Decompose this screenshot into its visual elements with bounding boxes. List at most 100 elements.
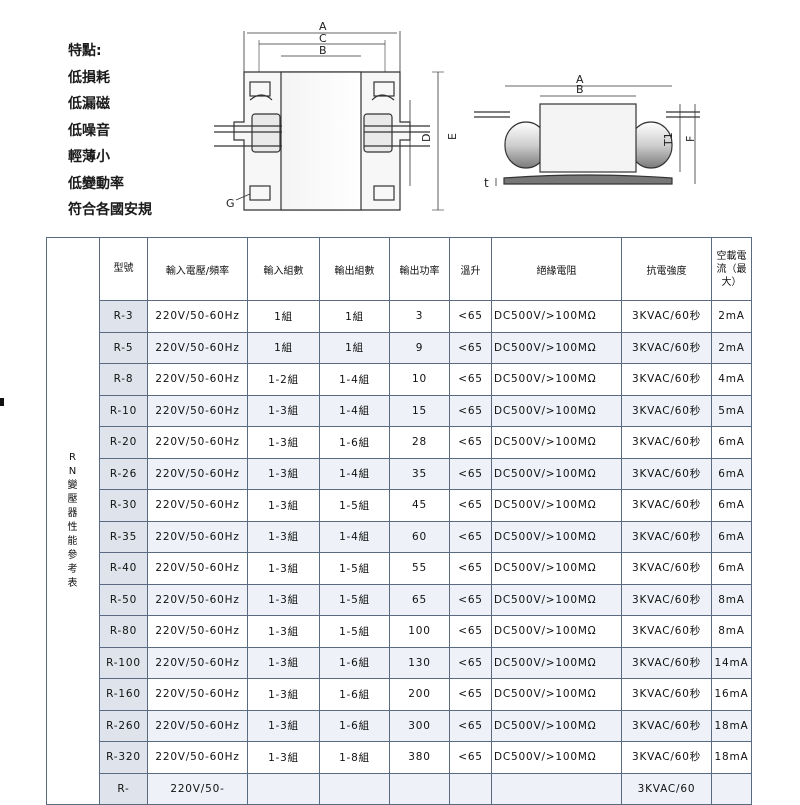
table-cell-strength: 3KVAC/60秒 bbox=[621, 678, 712, 711]
table-cell-output-groups: 1-6組 bbox=[319, 678, 390, 711]
table-cell-voltage: 220V/50-60Hz bbox=[147, 552, 248, 585]
header-output-power: 輸出功率 bbox=[389, 237, 450, 301]
table-cell-voltage: 220V/50-60Hz bbox=[147, 457, 248, 490]
table-cell-voltage: 220V/50-60Hz bbox=[147, 426, 248, 459]
features-title: 特點: bbox=[68, 43, 102, 59]
table-cell-model: R-3 bbox=[99, 300, 148, 333]
table-cell-temp: <65 bbox=[449, 741, 492, 774]
table-cell-strength: 3KVAC/60秒 bbox=[621, 489, 712, 522]
table-cell-model: R-10 bbox=[99, 394, 148, 427]
table-cell-model: R-35 bbox=[99, 520, 148, 553]
dim-label-t: t bbox=[484, 176, 489, 190]
table-cell-output-groups: 1-5組 bbox=[319, 615, 390, 648]
dim-label-t1: T1 bbox=[662, 132, 675, 147]
table-cell-power: 100 bbox=[389, 615, 450, 648]
table-cell-temp: <65 bbox=[449, 489, 492, 522]
table-cell-model: R-26 bbox=[99, 457, 148, 490]
table-cell-temp: <65 bbox=[449, 331, 492, 364]
table-cell-insulation: DC500V/>100MΩ bbox=[491, 615, 622, 648]
table-cell-power: 10 bbox=[389, 363, 450, 396]
table-cell-power: 28 bbox=[389, 426, 450, 459]
table-cell-model: R-50 bbox=[99, 583, 148, 616]
header-input-voltage: 輸入電壓/頻率 bbox=[147, 237, 248, 301]
table-cell-insulation: DC500V/>100MΩ bbox=[491, 552, 622, 585]
table-cell-output-groups: 1-4組 bbox=[319, 457, 390, 490]
table-cell-insulation: DC500V/>100MΩ bbox=[491, 394, 622, 427]
feature-item: 符合各國安規 bbox=[68, 202, 152, 218]
table-cell-output-groups: 1-4組 bbox=[319, 394, 390, 427]
table-cell-current: 6mA bbox=[711, 489, 752, 522]
table-cell-insulation: DC500V/>100MΩ bbox=[491, 363, 622, 396]
dim-label-e: E bbox=[446, 133, 459, 140]
table-cell-output-groups: 1-6組 bbox=[319, 646, 390, 679]
table-cell-input-groups: 1-3組 bbox=[247, 426, 320, 459]
table-cell-strength: 3KVAC/60秒 bbox=[621, 615, 712, 648]
table-cell-power: 65 bbox=[389, 583, 450, 616]
header-dielectric-strength: 抗電強度 bbox=[621, 237, 712, 301]
table-cell-model: R-5 bbox=[99, 331, 148, 364]
table-cell-power: 45 bbox=[389, 489, 450, 522]
table-cell-power: 3 bbox=[389, 300, 450, 333]
table-cell-temp: <65 bbox=[449, 300, 492, 333]
table-cell-current: 2mA bbox=[711, 300, 752, 333]
table-cell-power: 60 bbox=[389, 520, 450, 553]
table-cell-voltage: 220V/50-60Hz bbox=[147, 615, 248, 648]
table-cell-model: R-80 bbox=[99, 615, 148, 648]
table-cell-model: R-320 bbox=[99, 741, 148, 774]
table-cell-voltage: 220V/50-60Hz bbox=[147, 363, 248, 396]
feature-item: 低損耗 bbox=[68, 69, 110, 86]
table-cell-input-groups: 1組 bbox=[247, 300, 320, 333]
table-cell-strength: 3KVAC/60秒 bbox=[621, 331, 712, 364]
feature-item: 低噪音 bbox=[68, 122, 110, 139]
table-cell-voltage: 220V/50-60Hz bbox=[147, 709, 248, 742]
header-output-groups: 輸出組數 bbox=[319, 237, 390, 301]
table-cell-output-groups: 1-8組 bbox=[319, 741, 390, 774]
table-cell-input-groups: 1-3組 bbox=[247, 520, 320, 553]
table-cell-output-groups: 1-6組 bbox=[319, 426, 390, 459]
table-cell-model: R-40 bbox=[99, 552, 148, 585]
table-cell-current: 6mA bbox=[711, 552, 752, 585]
features-list: 特點: 低損耗 低漏磁 低噪音 輕薄小 低變動率 符合各國安規 bbox=[68, 38, 152, 224]
table-cell-temp: <65 bbox=[449, 457, 492, 490]
table-cell-input-groups: 1-3組 bbox=[247, 583, 320, 616]
dim-label-a: A bbox=[576, 73, 584, 86]
table-cell-temp: <65 bbox=[449, 646, 492, 679]
header-no-load-current: 空載電流（最大） bbox=[711, 237, 752, 301]
table-cell-power: 380 bbox=[389, 741, 450, 774]
table-cell-insulation: DC500V/>100MΩ bbox=[491, 300, 622, 333]
feature-item: 低變動率 bbox=[68, 175, 124, 192]
transformer-dimension-diagram: A C B D E G A B T1 F t bbox=[214, 20, 700, 211]
table-cell-model: R-30 bbox=[99, 489, 148, 522]
table-cell-output-groups: 1組 bbox=[319, 331, 390, 364]
table-cell-output-groups: 1-4組 bbox=[319, 363, 390, 396]
table-cell-strength: 3KVAC/60秒 bbox=[621, 741, 712, 774]
table-cell-voltage: 220V/50-60Hz bbox=[147, 489, 248, 522]
header-model: 型號 bbox=[99, 237, 148, 301]
table-cell-power: 300 bbox=[389, 709, 450, 742]
table-cell-power: 9 bbox=[389, 331, 450, 364]
dim-label-a: A bbox=[319, 20, 327, 33]
table-cell-strength: 3KVAC/60秒 bbox=[621, 552, 712, 585]
table-cell-current: 18mA bbox=[711, 709, 752, 742]
table-cell-voltage: 220V/50-60Hz bbox=[147, 394, 248, 427]
table-cell-strength: 3KVAC/60秒 bbox=[621, 646, 712, 679]
table-cell-temp: <65 bbox=[449, 363, 492, 396]
dim-label-c: C bbox=[319, 32, 327, 45]
table-cell-strength: 3KVAC/60秒 bbox=[621, 583, 712, 616]
table-cell-insulation: DC500V/>100MΩ bbox=[491, 426, 622, 459]
table-cell-output-groups: 1-4組 bbox=[319, 520, 390, 553]
table-cell-output-groups: 1-5組 bbox=[319, 489, 390, 522]
table-cell-current: 8mA bbox=[711, 583, 752, 616]
table-cell-input-groups: 1-3組 bbox=[247, 678, 320, 711]
